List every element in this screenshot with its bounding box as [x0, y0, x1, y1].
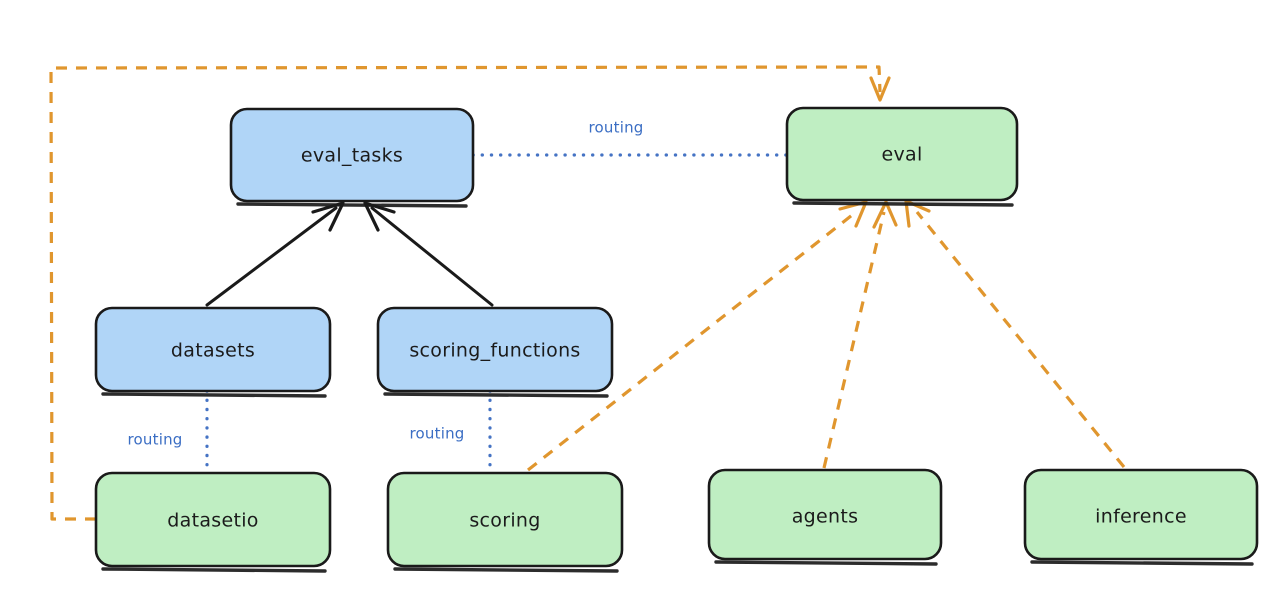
node-scoring-box[interactable] [386, 471, 624, 568]
node-eval-tasks[interactable]: eval_tasks [229, 107, 475, 208]
edge-scoringfunctions-evaltasks-line [370, 206, 494, 307]
node-eval-sketch-underline [792, 201, 1014, 207]
edge-scoring-eval-line [527, 210, 857, 472]
edge-datasetio-eval-line [49, 65, 882, 521]
edge-evaltasks-eval: routing [471, 119, 789, 157]
edge-inference-eval-line [915, 210, 1126, 469]
node-datasets-label: datasets [171, 340, 255, 362]
node-layer: eval_tasks eval datasets scoring_functio… [94, 106, 1259, 573]
edge-datasets-evaltasks [205, 201, 345, 307]
node-scoring-functions-sketch-underline [383, 392, 609, 398]
node-scoring[interactable]: scoring [386, 471, 624, 573]
edge-label-routing-datasets-datasetio: routing [128, 431, 183, 449]
node-scoring-sketch-underline [393, 567, 619, 573]
node-scoring-label: scoring [469, 510, 540, 532]
edge-inference-eval [904, 199, 1126, 469]
edge-scoringfunctions-evaltasks-arrowhead [363, 201, 396, 232]
edge-datasets-evaltasks-line [205, 206, 338, 307]
edge-label-routing-evaltasks-eval: routing [589, 119, 644, 137]
node-agents[interactable]: agents [707, 468, 943, 566]
edge-datasets-evaltasks-arrowhead [311, 201, 345, 232]
edge-layer: routing routing routing [49, 65, 1126, 521]
edge-datasetio-eval-arrowhead [869, 76, 891, 102]
edge-agents-eval [822, 200, 898, 469]
node-datasets-box[interactable] [94, 306, 332, 393]
node-agents-sketch-underline [714, 560, 938, 566]
node-eval[interactable]: eval [785, 106, 1019, 207]
node-eval-tasks-label: eval_tasks [301, 145, 403, 167]
node-datasets-sketch-underline [101, 392, 327, 398]
node-scoring-functions-box[interactable] [376, 306, 614, 393]
edge-scoringfunctions-scoring: routing [410, 389, 492, 475]
node-datasetio-sketch-underline [101, 567, 327, 573]
node-eval-label: eval [881, 144, 922, 166]
node-inference-label: inference [1095, 506, 1187, 528]
node-eval-tasks-sketch-underline [236, 202, 468, 208]
edge-datasets-datasetio: routing [128, 389, 209, 475]
edge-agents-eval-arrowhead [872, 200, 898, 229]
edge-scoringfunctions-evaltasks [363, 201, 494, 307]
node-agents-label: agents [792, 506, 859, 528]
node-inference-box[interactable] [1023, 468, 1259, 561]
edge-label-routing-scoringfunctions-scoring: routing [410, 425, 465, 443]
node-scoring-functions-label: scoring_functions [409, 340, 580, 362]
node-eval-tasks-box[interactable] [229, 107, 475, 203]
node-scoring-functions[interactable]: scoring_functions [376, 306, 614, 398]
edge-datasetio-eval [49, 65, 891, 521]
node-inference[interactable]: inference [1023, 468, 1259, 566]
node-agents-box[interactable] [707, 468, 943, 561]
node-inference-sketch-underline [1030, 560, 1254, 566]
node-datasetio-box[interactable] [94, 471, 332, 568]
node-datasets[interactable]: datasets [94, 306, 332, 398]
node-eval-box[interactable] [785, 106, 1019, 202]
edge-agents-eval-line [822, 211, 886, 469]
node-datasetio[interactable]: datasetio [94, 471, 332, 573]
node-datasetio-label: datasetio [167, 510, 258, 532]
